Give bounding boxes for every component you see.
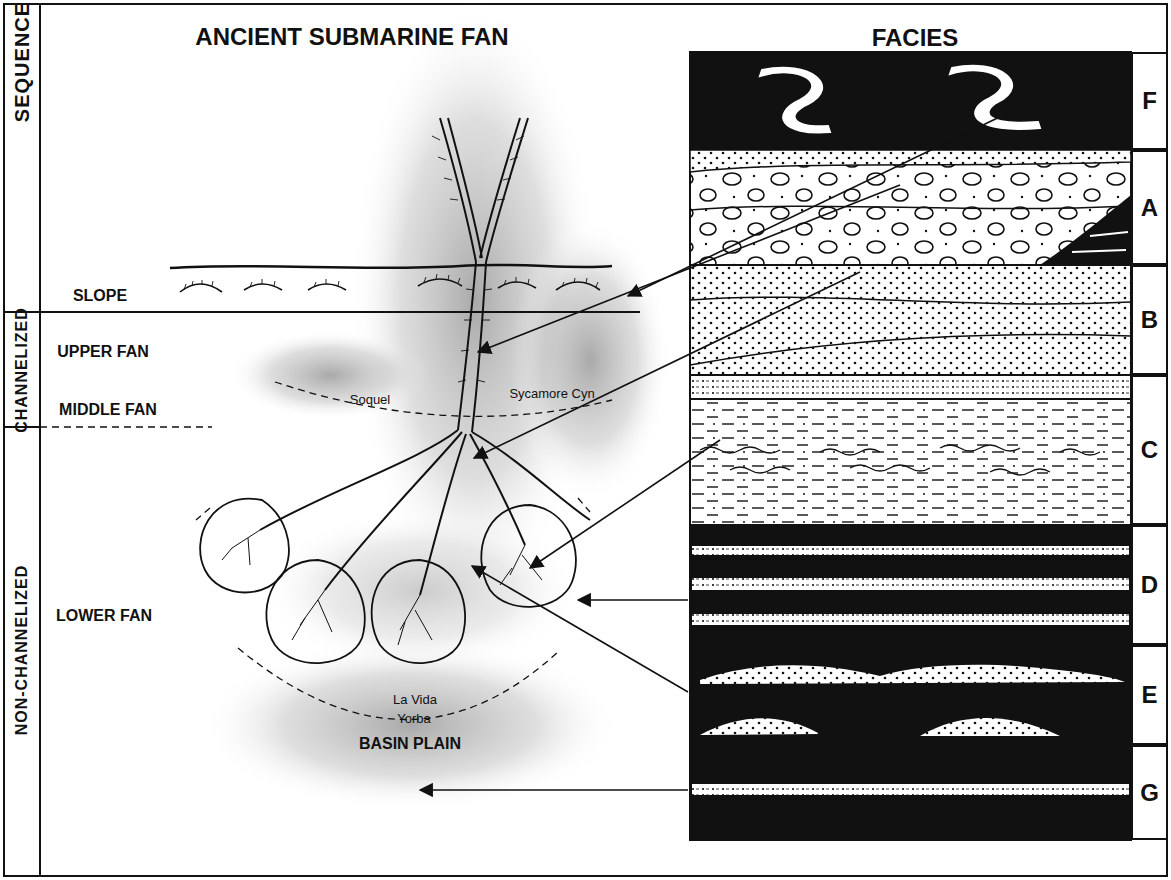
facies-letter: E: [1141, 681, 1157, 709]
place-name: Soquel: [348, 393, 392, 407]
column-heading: FACIES: [872, 25, 959, 51]
facies-letter: G: [1140, 779, 1159, 807]
place-name: Sycamore Cyn: [507, 387, 596, 401]
zone-label: MIDDLE FAN: [57, 401, 159, 419]
place-name: Yorba: [395, 712, 433, 726]
zone-label: SLOPE: [71, 287, 129, 305]
facies-letter: D: [1141, 571, 1158, 599]
place-name: La Vida: [391, 693, 439, 707]
zone-label: LOWER FAN: [54, 607, 154, 625]
facies-letter: B: [1141, 306, 1158, 334]
facies-letter-box: A: [1131, 150, 1168, 265]
facies-letter: C: [1141, 436, 1158, 464]
sequence-label: CHANNELIZED: [13, 307, 31, 433]
figure-title: ANCIENT SUBMARINE FAN: [195, 24, 508, 50]
sequence-label: NON-CHANNELIZED: [13, 565, 31, 736]
facies-letter-box: D: [1131, 525, 1168, 645]
facies-letter: F: [1142, 87, 1157, 115]
zone-label: UPPER FAN: [55, 343, 151, 361]
facies-letter-box: B: [1131, 265, 1168, 375]
facies-letter-box: E: [1131, 645, 1168, 745]
facies-letter-box: F: [1131, 52, 1168, 150]
facies-letter-box: G: [1131, 745, 1168, 840]
zone-label: BASIN PLAIN: [357, 735, 463, 753]
facies-letter: A: [1141, 194, 1158, 222]
sequence-label: SEQUENCE: [11, 2, 33, 122]
facies-letter-box: C: [1131, 375, 1168, 525]
